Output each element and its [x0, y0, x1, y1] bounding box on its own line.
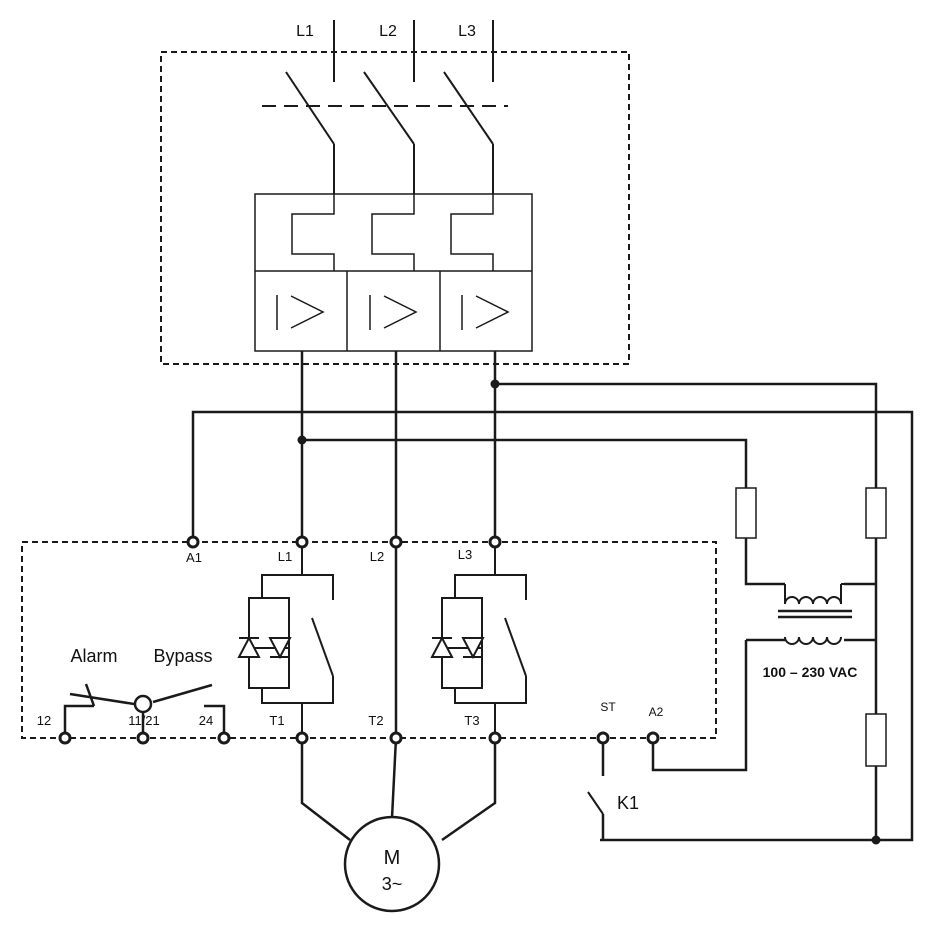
trip-unit-block	[254, 193, 533, 352]
terminal-a2	[646, 731, 660, 745]
terminal-label-st: ST	[600, 700, 616, 714]
terminal-label-t2: T2	[368, 713, 383, 728]
thermal-trip-elements	[291, 194, 494, 271]
thyristor-bypass-l1	[237, 542, 334, 738]
terminal-l3	[488, 535, 502, 549]
motor-phase-label: 3~	[382, 874, 403, 894]
terminal-t3	[488, 731, 502, 745]
relay-common-point	[133, 694, 153, 714]
terminal-label-12: 12	[37, 713, 51, 728]
main-wiring	[191, 351, 914, 842]
terminal-24	[217, 731, 231, 745]
soft-starter-enclosure	[21, 541, 717, 739]
label-line-l2: L2	[379, 23, 397, 40]
terminal-label-a1: A1	[186, 550, 202, 565]
terminal-label-l2: L2	[370, 549, 384, 564]
alarm-relay-label: Alarm	[70, 646, 117, 666]
terminal-labels: A1 L1 L2 L3 12 11/21 24 T1 T2 T3 ST A2	[37, 547, 664, 728]
motor-wiring	[300, 737, 497, 842]
transformer-voltage-label: 100 – 230 VAC	[763, 664, 858, 680]
terminal-11-21	[136, 731, 150, 745]
breaker-contacts	[262, 20, 508, 194]
terminal-label-11-21: 11/21	[128, 713, 160, 728]
terminal-label-t3: T3	[464, 713, 479, 728]
terminal-a1	[186, 535, 200, 549]
terminal-12	[58, 731, 72, 745]
motor	[343, 815, 441, 913]
magnetic-trip-elements	[276, 295, 510, 330]
terminals	[58, 535, 660, 745]
terminal-l2	[389, 535, 403, 549]
fuse	[735, 487, 757, 539]
k1-switch-contact	[587, 791, 604, 815]
terminal-t1	[295, 731, 309, 745]
motor-label: M	[384, 847, 401, 869]
thyristor-bypass-l3	[430, 542, 527, 738]
terminal-label-l3: L3	[458, 547, 472, 562]
protection-enclosure	[160, 51, 630, 365]
terminal-l1	[295, 535, 309, 549]
terminal-label-l1: L1	[278, 549, 292, 564]
fuse	[865, 487, 887, 539]
fuse	[865, 713, 887, 767]
junction-dots	[297, 379, 881, 845]
label-line-l1: L1	[296, 23, 314, 40]
terminal-st	[596, 731, 610, 745]
terminal-label-24: 24	[199, 713, 213, 728]
terminal-label-a2: A2	[649, 705, 664, 719]
label-line-l3: L3	[458, 23, 476, 40]
k1-switch-label: K1	[617, 793, 639, 813]
control-transformer	[778, 583, 852, 645]
terminal-label-t1: T1	[269, 713, 284, 728]
relay-contacts	[63, 683, 226, 738]
terminal-t2	[389, 731, 403, 745]
bypass-relay-label: Bypass	[153, 646, 212, 666]
